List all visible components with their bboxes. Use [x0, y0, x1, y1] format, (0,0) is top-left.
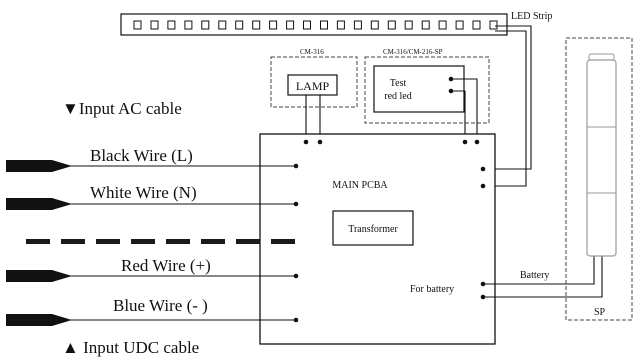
- led-cell: [252, 20, 261, 30]
- separator-dash: [96, 239, 120, 244]
- white-wire-label: White Wire (N): [90, 183, 197, 202]
- led-cell: [455, 20, 464, 30]
- led-cell: [472, 20, 481, 30]
- led-cell: [201, 20, 210, 30]
- battery-wire-1: [483, 255, 595, 285]
- dc-input-heading: ▲ Input UDC cable: [62, 338, 199, 357]
- separator-dash: [61, 239, 85, 244]
- led-cell: [370, 20, 379, 30]
- test-led-box: [373, 65, 465, 113]
- lamp-label: LAMP: [296, 79, 330, 93]
- test-label-line1: Test: [390, 78, 407, 89]
- main-pcba: MAIN PCBA Transformer For battery: [259, 133, 496, 345]
- separator-dash: [201, 239, 225, 244]
- led-strip-body: [120, 13, 508, 36]
- lamp-module: CM-316 LAMP: [270, 48, 358, 145]
- led-terminal-pcb-2: [480, 183, 486, 189]
- led-cell: [286, 20, 295, 30]
- led-strip-label: LED Strip: [511, 11, 552, 22]
- white-wire-plug: [6, 198, 72, 210]
- main-pcba-label: MAIN PCBA: [332, 180, 388, 191]
- led-cell: [235, 20, 244, 30]
- lamp-box: [287, 74, 338, 96]
- led-cell: [336, 20, 345, 30]
- black-wire-plug: [6, 160, 72, 172]
- separator-dash: [26, 239, 50, 244]
- ac-input-section: ▼Input AC cable Black Wire (L) White Wir…: [6, 99, 299, 210]
- test-module: CM-316/CM-216-SP Test red led: [364, 48, 490, 145]
- red-wire-terminal: [293, 273, 299, 279]
- blue-wire-plug: [6, 314, 72, 326]
- led-cell: [421, 20, 430, 30]
- white-wire-terminal: [293, 201, 299, 207]
- for-battery-label: For battery: [410, 284, 454, 295]
- signal-pole-body: [586, 59, 617, 257]
- led-strip-wires: [485, 25, 532, 187]
- dc-input-section: Red Wire (+) Blue Wire (- ) ▲ Input UDC …: [6, 256, 299, 357]
- separator-dash: [166, 239, 190, 244]
- led-wire-1: [485, 25, 532, 170]
- blue-wire: Blue Wire (- ): [6, 296, 299, 326]
- blue-wire-terminal: [293, 317, 299, 323]
- red-wire-label: Red Wire (+): [121, 256, 211, 275]
- red-wire: Red Wire (+): [6, 256, 299, 282]
- separator-dash: [236, 239, 260, 244]
- test-module-title: CM-316/CM-216-SP: [383, 48, 443, 56]
- lamp-module-title: CM-316: [300, 48, 324, 56]
- black-wire-label: Black Wire (L): [90, 146, 193, 165]
- led-cell: [387, 20, 396, 30]
- pcb-lamp-terminal-2: [317, 139, 323, 145]
- pcb-test-terminal-1: [462, 139, 468, 145]
- led-cell: [269, 20, 278, 30]
- led-cell: [404, 20, 413, 30]
- led-terminal-pcb-1: [480, 166, 486, 172]
- red-wire-plug: [6, 270, 72, 282]
- transformer-box: [332, 210, 414, 246]
- signal-pole-cap: [588, 53, 615, 61]
- section-separator: [26, 239, 295, 244]
- separator-dash: [131, 239, 155, 244]
- black-wire: Black Wire (L): [6, 146, 299, 172]
- blue-wire-label: Blue Wire (- ): [113, 296, 208, 315]
- white-wire: White Wire (N): [6, 183, 299, 210]
- test-label-line2: red led: [384, 91, 412, 102]
- pcb-lamp-terminal-1: [303, 139, 309, 145]
- led-cell: [184, 20, 193, 30]
- led-strip: LED Strip: [120, 11, 552, 36]
- battery-label: Battery: [520, 270, 549, 281]
- ac-input-heading: ▼Input AC cable: [62, 99, 182, 118]
- test-module-border: [364, 56, 490, 124]
- transformer-label: Transformer: [348, 224, 398, 235]
- led-cell: [150, 20, 159, 30]
- signal-pole: SP: [565, 37, 633, 321]
- led-cell: [303, 20, 311, 30]
- battery-wires: [483, 255, 603, 298]
- led-cell: [353, 20, 362, 30]
- led-cell: [489, 20, 498, 30]
- led-strip-cells: [133, 20, 498, 30]
- led-cell: [320, 20, 328, 30]
- test-led-wire-1: [451, 78, 478, 142]
- battery-wire-2: [483, 255, 603, 298]
- led-cell: [133, 20, 142, 30]
- led-wire-2: [485, 30, 527, 187]
- lamp-module-border: [270, 56, 358, 108]
- signal-pole-label: SP: [594, 307, 606, 318]
- pcb-test-terminal-2: [474, 139, 480, 145]
- test-led-wire-2: [451, 90, 466, 142]
- separator-dash: [271, 239, 295, 244]
- led-cell: [438, 20, 447, 30]
- led-cell: [218, 20, 227, 30]
- signal-pole-border: [565, 37, 633, 321]
- led-cell: [167, 20, 176, 30]
- black-wire-terminal: [293, 163, 299, 169]
